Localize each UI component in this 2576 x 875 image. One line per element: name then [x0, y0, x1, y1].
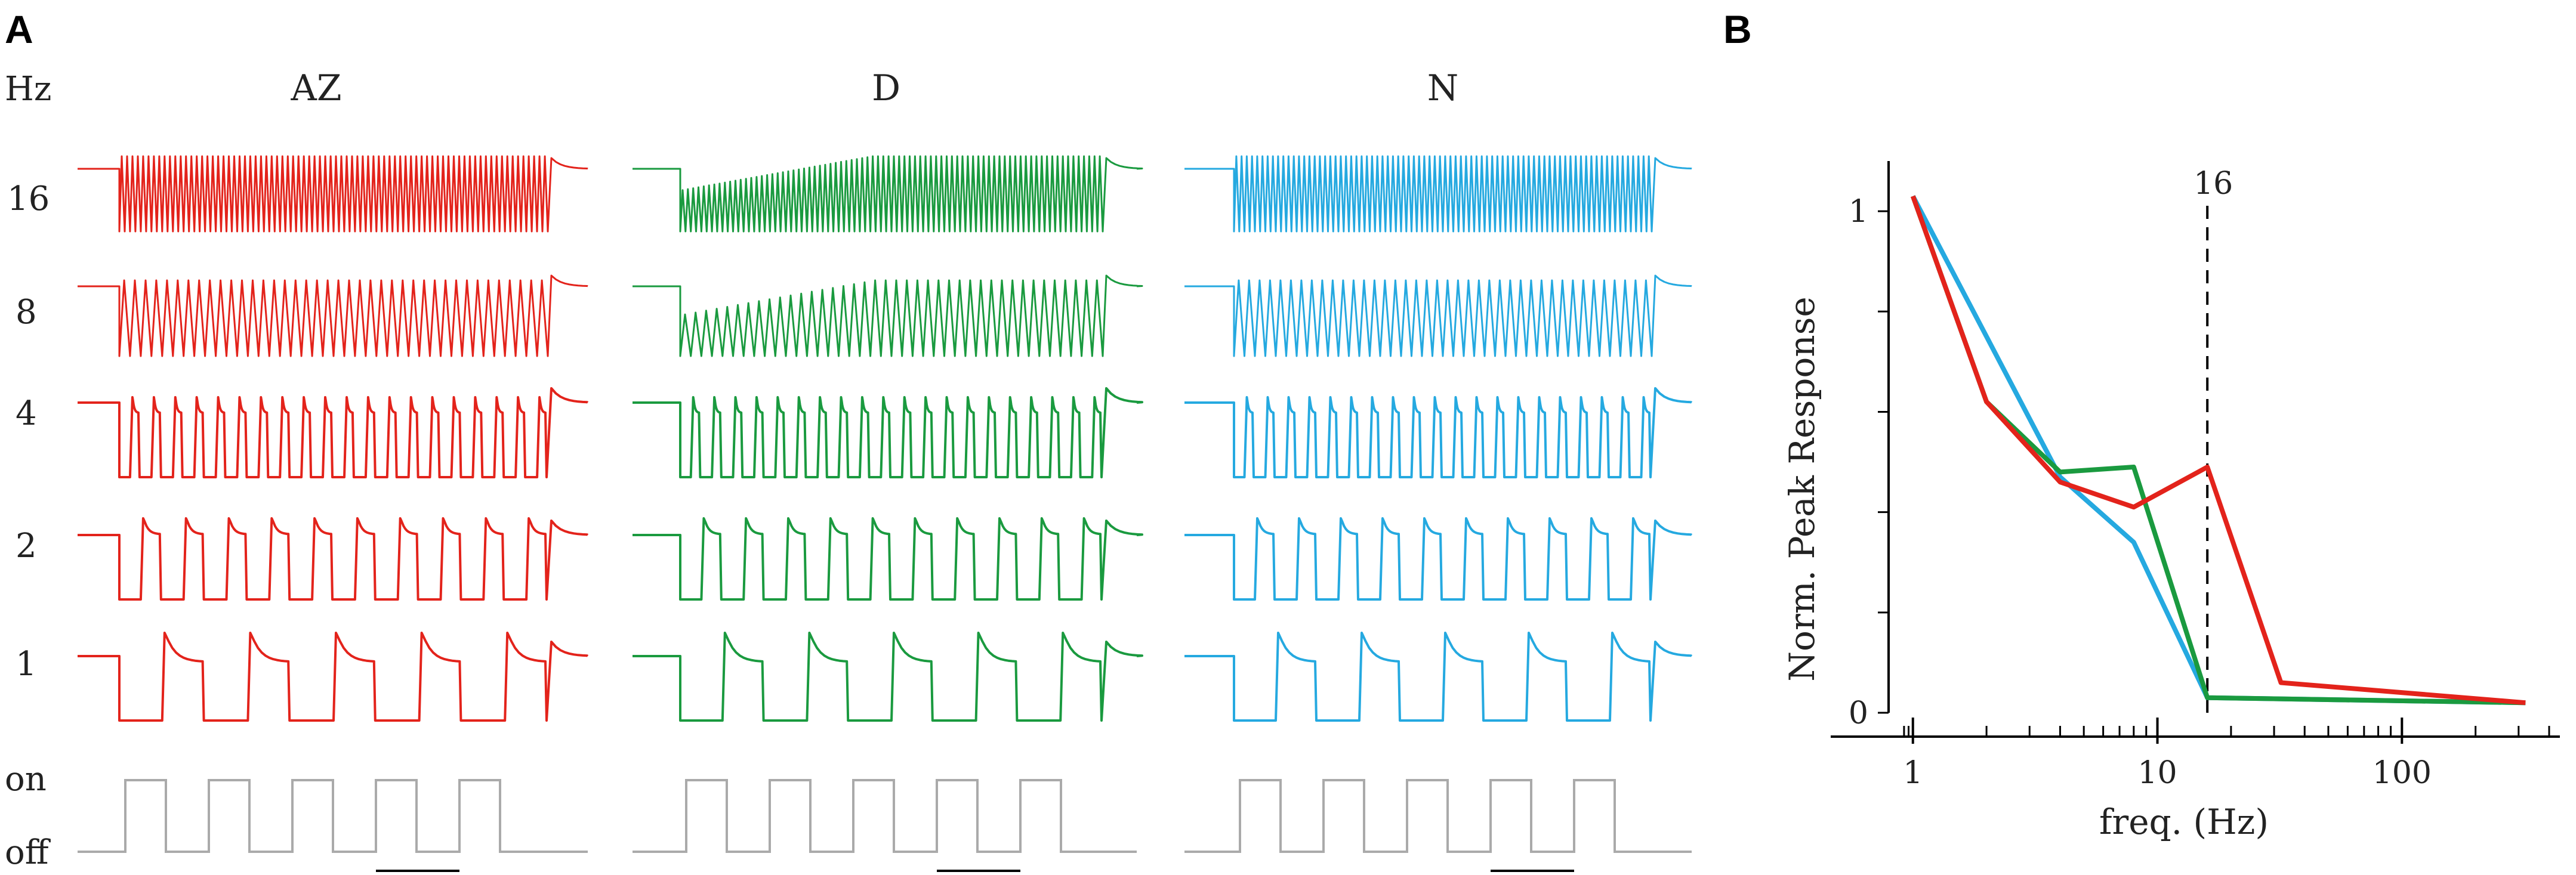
panel-b-letter: B	[1723, 7, 1752, 51]
stimulus-off-label: off	[5, 833, 51, 872]
y-tick-label: 1	[1849, 194, 1868, 230]
y-axis-title: Norm. Peak Response	[1782, 296, 1822, 681]
freq-label-2: 2	[16, 527, 37, 565]
trace-n-2hz	[1184, 517, 1693, 601]
stimulus-d	[633, 779, 1137, 853]
trace-az-4hz	[78, 387, 589, 478]
series-line-2	[1911, 195, 2526, 706]
trace-az-16hz	[78, 155, 588, 233]
x-tick-label: 10	[2137, 755, 2177, 791]
panel-a-letter: A	[5, 7, 33, 51]
traces-group	[78, 155, 1693, 872]
trace-n-4hz	[1184, 387, 1693, 478]
series-line-1	[1911, 195, 2526, 706]
trace-az-2hz	[78, 517, 589, 601]
x-axis-title: freq. (Hz)	[2099, 802, 2269, 842]
trace-d-1hz	[633, 632, 1143, 722]
x-tick-label: 100	[2373, 755, 2432, 791]
trace-n-1hz	[1184, 632, 1693, 722]
trace-az-8hz	[78, 274, 588, 357]
trace-d-2hz	[633, 517, 1143, 601]
column-title-az: AZ	[290, 67, 341, 109]
freq-label-4: 4	[16, 394, 37, 433]
hz-unit-label: Hz	[5, 70, 51, 109]
marker-line-label: 16	[2194, 166, 2233, 202]
x-tick-label: 1	[1903, 755, 1923, 791]
freq-label-8: 8	[16, 293, 37, 332]
column-title-n: N	[1427, 67, 1459, 109]
y-tick-label: 0	[1849, 695, 1868, 731]
column-title-d: D	[872, 67, 900, 109]
trace-n-8hz	[1184, 274, 1692, 357]
trace-d-16hz	[633, 155, 1143, 233]
freq-label-16: 16	[7, 180, 50, 218]
trace-d-4hz	[633, 387, 1143, 478]
freq-label-1: 1	[16, 645, 37, 684]
trace-n-16hz	[1184, 155, 1692, 233]
trace-az-1hz	[78, 632, 589, 722]
stimulus-on-label: on	[5, 760, 47, 799]
stimulus-az	[78, 779, 588, 853]
trace-d-8hz	[633, 274, 1143, 357]
panel-a: A Hz AZ D N 16 8 4 2 1 on off	[5, 7, 1693, 872]
stimulus-n	[1184, 779, 1692, 853]
series-line-0	[1911, 195, 2526, 706]
